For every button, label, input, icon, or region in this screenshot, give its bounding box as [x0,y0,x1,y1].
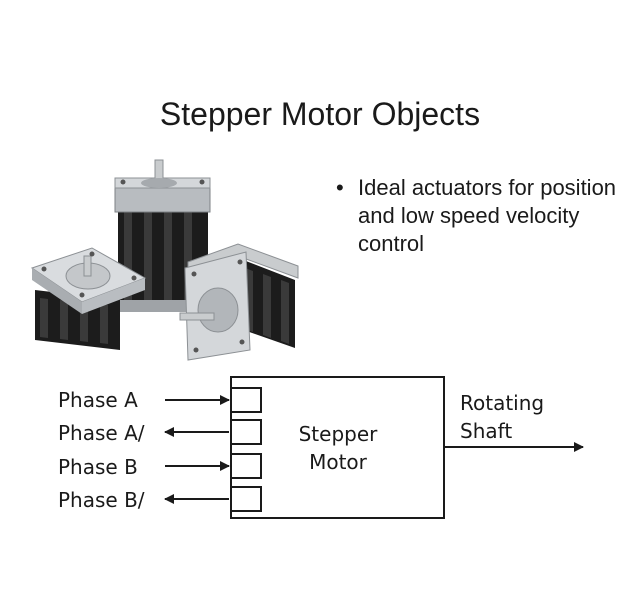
motor-back [114,159,211,312]
stepper-motors-photo [30,159,299,361]
input-label-phase-a: Phase A [58,388,138,412]
port-phase-b [230,453,262,479]
input-label-phase-a-bar: Phase A/ [58,421,145,445]
stepper-motor-block [230,376,445,519]
port-phase-b-bar [230,486,262,512]
motor-left [30,247,147,350]
bullet-text: Ideal actuators for position and low spe… [358,175,617,256]
motor-right [179,243,299,361]
output-label-line2: Shaft [460,419,512,443]
page-title: Stepper Motor Objects [159,96,481,132]
bullet-dot-icon: • [336,175,344,200]
stepper-block-diagram: Stepper Motor Phase A Phase A/ Phase B P… [58,376,584,519]
block-label-line1: Stepper [299,422,379,446]
input-label-phase-b-bar: Phase B/ [58,488,145,512]
input-label-phase-b: Phase B [58,455,138,479]
port-phase-a [230,387,262,413]
bullet-point: • Ideal actuators for position and low s… [336,174,626,258]
output-label-line1: Rotating [460,391,544,415]
port-phase-a-bar [230,419,262,445]
block-label-line2: Motor [309,450,368,474]
